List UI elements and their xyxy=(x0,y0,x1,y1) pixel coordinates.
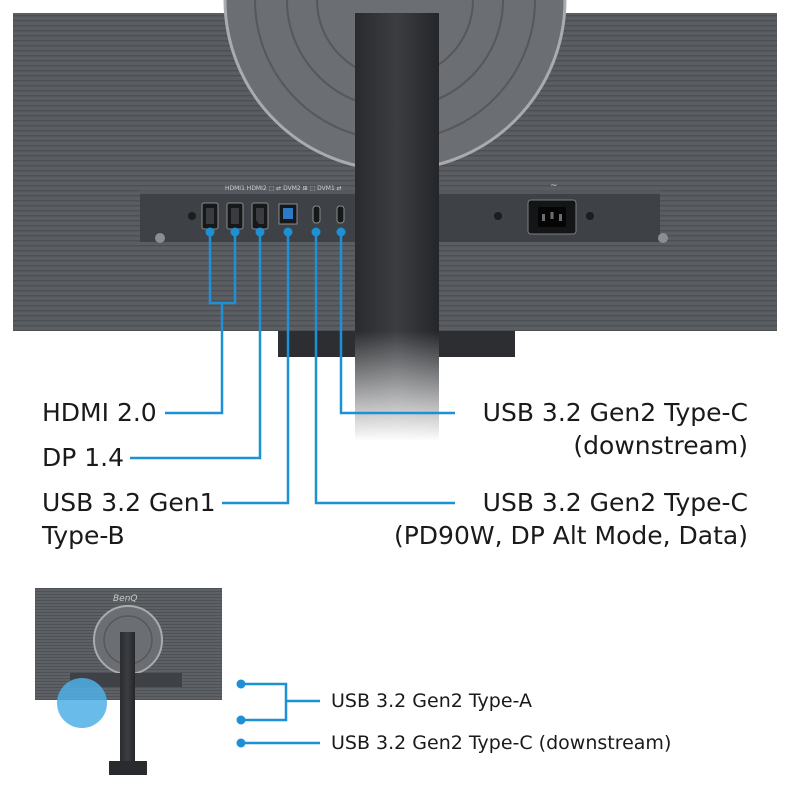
usb-c-port-icon xyxy=(336,205,345,224)
inset-stand-base xyxy=(109,761,147,775)
inset-port-highlight xyxy=(57,678,107,728)
callout-dots xyxy=(205,227,346,237)
port-markings: HDMI1 HDMI2 ⬚ ⇄ DVM2 ⊞ ⬚ DVM1 ⇄ xyxy=(225,185,342,192)
inset-stand-column xyxy=(120,632,135,767)
label-inset-usb-c: USB 3.2 Gen2 Type-C (downstream) xyxy=(331,732,672,754)
hdmi-port-icon xyxy=(231,208,239,224)
label-usbc-down-line1: USB 3.2 Gen2 Type-C xyxy=(482,398,748,427)
screw-icon xyxy=(586,212,594,220)
usb-b-port xyxy=(278,203,298,225)
displayport-icon xyxy=(256,208,264,224)
usb-a-callout-bracket xyxy=(241,682,288,722)
usbc-pd-callout xyxy=(314,232,455,505)
hdmi-port-2 xyxy=(226,202,244,230)
usb-c-port-pd xyxy=(312,205,321,224)
usb-b-callout xyxy=(222,232,290,505)
label-usbc-pd-line2: (PD90W, DP Alt Mode, Data) xyxy=(393,521,748,550)
label-usbc-pd-line1: USB 3.2 Gen2 Type-C xyxy=(482,488,748,517)
screw-icon xyxy=(188,212,196,220)
hdmi-port-1 xyxy=(201,202,219,230)
hdmi-port-icon xyxy=(206,208,214,224)
inset-callout-lines xyxy=(241,682,320,745)
inset-monitor: BenQ xyxy=(35,588,222,775)
hdmi-callout xyxy=(165,303,224,415)
monitor-back-panel: HDMI1 HDMI2 ⬚ ⇄ DVM2 ⊞ ⬚ DVM1 ⇄ ~ xyxy=(13,0,777,441)
usb-b-port-icon xyxy=(283,208,293,219)
screw-icon xyxy=(155,233,165,243)
usb-c-port-icon xyxy=(312,205,321,224)
label-inset-usb-a: USB 3.2 Gen2 Type-A xyxy=(331,690,532,712)
label-dp: DP 1.4 xyxy=(42,443,125,472)
screw-icon xyxy=(658,233,668,243)
callout-lines xyxy=(130,232,455,505)
power-marking: ~ xyxy=(550,181,558,191)
label-usb-b-line1: USB 3.2 Gen1 xyxy=(42,488,216,517)
dp-callout xyxy=(130,232,262,460)
usbc-down-callout xyxy=(339,232,455,415)
label-usbc-down-line2: (downstream) xyxy=(573,431,748,460)
stand-column xyxy=(355,13,439,343)
label-usb-b-line2: Type-B xyxy=(42,521,125,550)
usb-c-port-downstream xyxy=(336,205,345,224)
displayport xyxy=(251,202,269,230)
screw-icon xyxy=(494,212,502,220)
power-socket xyxy=(527,199,577,235)
label-hdmi: HDMI 2.0 xyxy=(42,398,157,427)
inset-brand-logo: BenQ xyxy=(113,594,138,604)
inset-callout-dots xyxy=(236,679,246,748)
